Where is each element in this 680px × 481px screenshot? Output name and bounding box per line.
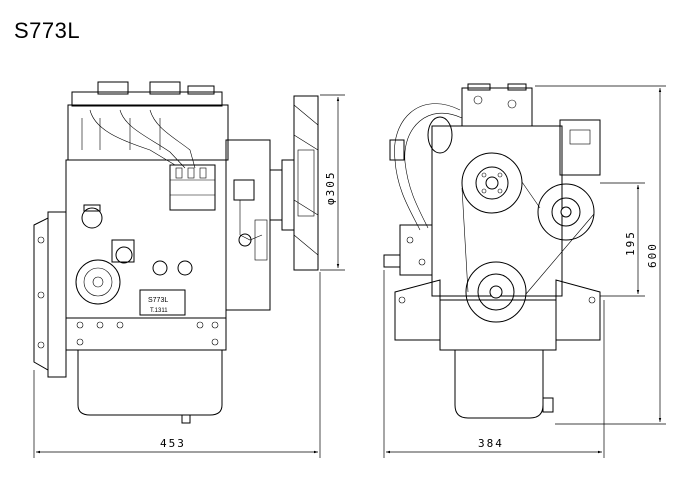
dimension-lines: φ305 195 600 453 384 (33, 85, 666, 458)
side-width-label: 453 (160, 437, 186, 450)
model-title: S773L (14, 18, 81, 43)
plate-sub: T.1311 (150, 308, 168, 314)
plate-model: S773L (148, 297, 168, 304)
side-view: S773L T.1311 (33, 81, 319, 424)
pulley-height-label: 195 (624, 230, 637, 256)
total-height-label: 600 (646, 242, 659, 268)
fan-diameter-label: φ305 (324, 171, 337, 206)
front-width-label: 384 (478, 437, 504, 450)
front-view (383, 83, 601, 419)
